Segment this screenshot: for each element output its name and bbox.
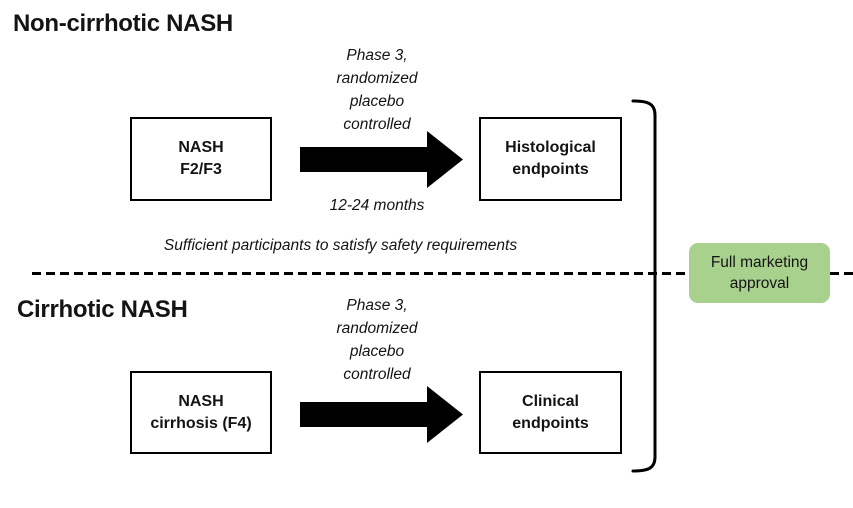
full-marketing-approval-box: Full marketing approval (689, 243, 830, 303)
nash-f2f3-box: NASH F2/F3 (130, 117, 272, 201)
duration-label: 12-24 months (329, 197, 425, 214)
heading-non-cirrhotic-nash: Non-cirrhotic NASH (13, 10, 233, 37)
nash-cirrhosis-f4-box: NASH cirrhosis (F4) (130, 371, 272, 454)
phase3-trial-label-bottom: Phase 3, randomized placebo controlled (336, 297, 418, 383)
section-divider-dashed-line (32, 272, 853, 275)
clinical-endpoints-box: Clinical endpoints (479, 371, 622, 454)
heading-cirrhotic-nash: Cirrhotic NASH (17, 296, 188, 323)
grouping-bracket-icon (631, 99, 657, 473)
block-arrow-right-icon (300, 131, 463, 188)
histological-endpoints-box: Histological endpoints (479, 117, 622, 201)
safety-footnote: Sufficient participants to satisfy safet… (163, 237, 518, 254)
phase3-trial-label-top: Phase 3, randomized placebo controlled (336, 47, 418, 133)
block-arrow-right-icon (300, 386, 463, 443)
